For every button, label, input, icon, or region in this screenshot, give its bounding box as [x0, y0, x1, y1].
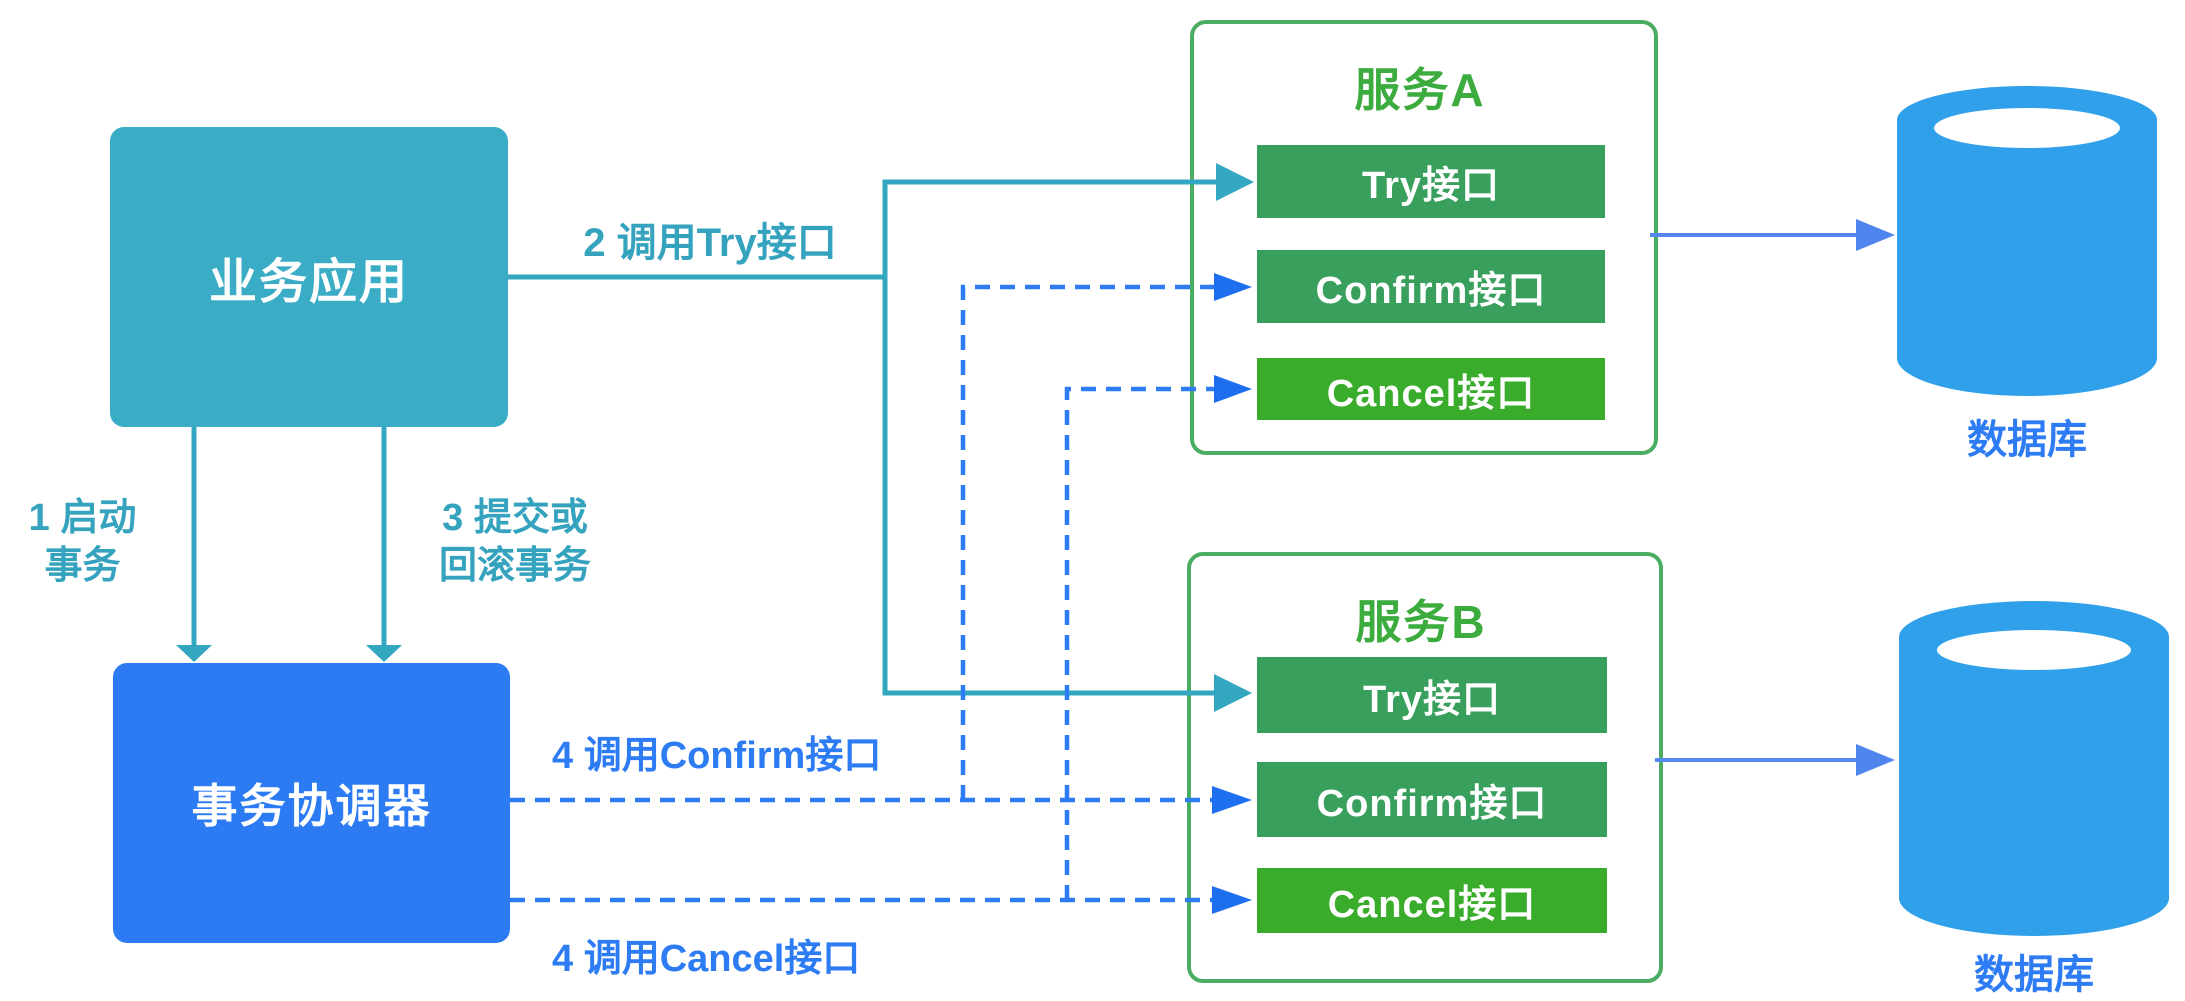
- database-a-icon: [1897, 86, 2157, 396]
- service-a-cancel-interface: Cancel接口: [1257, 358, 1605, 420]
- database-a-body: [1897, 120, 2157, 396]
- label-call-cancel: 4 调用Cancel接口: [552, 938, 861, 980]
- service-b-title: 服务B: [1355, 596, 1487, 648]
- database-b-body: [1899, 637, 2169, 936]
- label-start-transaction-line2: 事务: [44, 544, 121, 587]
- edge-commit-rollback-arrowhead: [366, 645, 402, 662]
- label-commit-or-rollback: 3 提交或 回滚事务: [420, 495, 610, 590]
- database-b-label: 数据库: [1974, 953, 2094, 997]
- service-b-cancel-interface: Cancel接口: [1257, 868, 1607, 933]
- database-a-top: [1897, 86, 2157, 154]
- service-a-try-interface: Try接口: [1257, 145, 1605, 218]
- label-call-confirm: 4 调用Confirm接口: [552, 735, 882, 777]
- edge-call-try-b-line: [882, 277, 1214, 696]
- edge-call-confirm-a-line: [960, 284, 1214, 800]
- database-b-icon: [1899, 601, 2169, 936]
- edge-start-transaction-arrowhead: [176, 645, 212, 662]
- service-a-title: 服务A: [1354, 64, 1486, 116]
- transaction-coordinator-node: 事务协调器: [113, 663, 510, 943]
- service-a-confirm-interface: Confirm接口: [1257, 250, 1605, 323]
- label-commit-or-rollback-line1: 3 提交或: [442, 497, 588, 539]
- label-call-try: 2 调用Try接口: [583, 221, 837, 265]
- edge-service-b-db-arrowhead: [1856, 744, 1895, 776]
- database-a-opening: [1934, 108, 2120, 148]
- edge-service-a-db-arrowhead: [1856, 219, 1895, 251]
- database-b-opening: [1937, 630, 2131, 670]
- label-start-transaction-line1: 1 启动: [28, 497, 137, 539]
- label-start-transaction: 1 启动 事务: [0, 495, 165, 590]
- label-commit-or-rollback-line2: 回滚事务: [438, 544, 591, 587]
- database-a-label: 数据库: [1967, 418, 2087, 462]
- service-b-try-interface: Try接口: [1257, 657, 1607, 733]
- business-app-node: 业务应用: [110, 127, 508, 427]
- service-b-confirm-interface: Confirm接口: [1257, 762, 1607, 837]
- database-b-top: [1899, 601, 2169, 673]
